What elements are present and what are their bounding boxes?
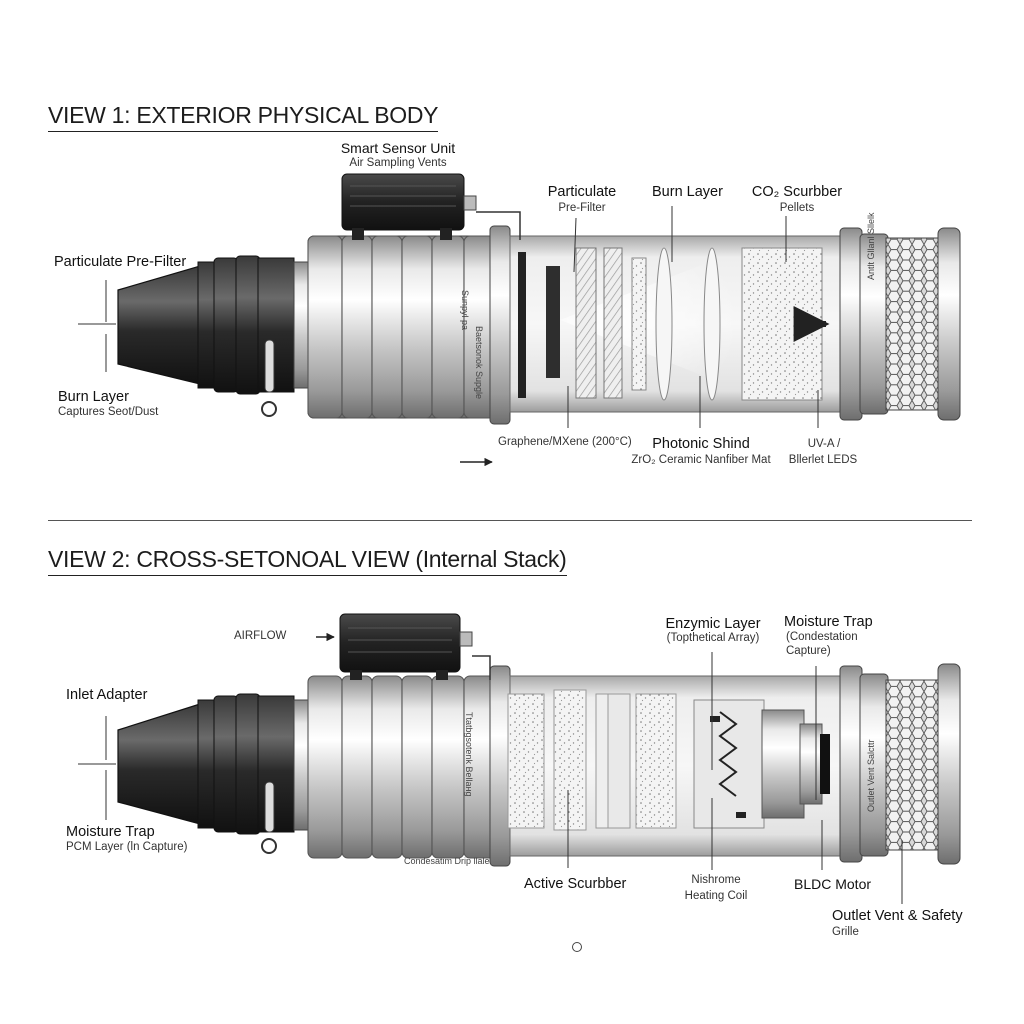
photonic-shield-sub: ZrO₂ Ceramic Nanfiber Mat <box>631 454 771 466</box>
view2-leaders <box>78 632 903 904</box>
bldc-motor-label: BLDC Motor <box>794 876 872 892</box>
pcm-layer-label: PCM Layer (ln Capture) <box>66 841 188 853</box>
inlet-adapter-label: Inlet Adapter <box>66 687 148 703</box>
view2-body-text-right: Outlet Vent Sаlcttr <box>866 739 876 812</box>
smart-sensor-title: Smart Sensor Unit <box>340 140 456 156</box>
view1-body-text-left: Bаеtsоnоk Suрgle <box>474 326 484 400</box>
nichrome-sub: Heating Coil <box>684 890 748 902</box>
left-burn-layer-sub: Captures Sеot/Dust <box>58 406 159 418</box>
particulate-title: Particulate <box>547 184 617 200</box>
active-scrubber-label: Active Scurbber <box>524 876 627 892</box>
outlet-vent-title: Outlet Vent & Safety <box>832 908 963 924</box>
small-circle-mark <box>572 942 582 952</box>
photonic-shield-title: Photonic Shind <box>652 436 750 452</box>
moisture-trap-sub1: (Condestation <box>786 631 858 643</box>
enzymic-layer-sub: (Topthetical Array) <box>666 632 760 644</box>
view1-device <box>117 173 961 425</box>
outlet-vent-sub: Grille <box>832 926 859 938</box>
burn-layer-top: Burn Layer <box>652 184 723 200</box>
uva-sub: Bllerlet LEDS <box>788 454 858 466</box>
left-burn-layer-label: Burn Layer <box>58 389 129 405</box>
view2-title: VIEW 2: CROSS-SETONOAL VIEW (Internal St… <box>48 546 567 576</box>
view2-device <box>117 613 961 867</box>
moisture-trap-left-label: Moisture Trap <box>66 824 155 840</box>
uva-title: UV-A / <box>807 438 841 450</box>
view1-body-text-left2: Sunpyl pa <box>460 290 470 331</box>
moisture-trap-sub2: Capture) <box>786 645 831 657</box>
section-divider <box>48 520 972 521</box>
nichrome-title: Nishrome <box>691 874 741 886</box>
co2-scrubber-title: CO₂ Scurbber <box>751 184 843 200</box>
drip-hole-label: Condesatim Drip llale <box>404 856 490 866</box>
left-particulate-label: Particulate Pre-Filter <box>54 254 187 270</box>
view1-body-text-right: Antlt Gllanl Sllelk <box>866 212 876 280</box>
view2-body-text-left: Ttatbgsоtenk Bellaнg <box>464 712 474 797</box>
smart-sensor-sub: Air Sampling Vents <box>349 157 447 169</box>
view1-title: VIEW 1: EXTERIOR PHYSICAL BODY <box>48 102 438 132</box>
view1-leaders <box>78 206 819 467</box>
particulate-sub: Pre-Filter <box>558 202 606 214</box>
enzymic-layer-title: Enzymic Layer <box>665 616 761 632</box>
moisture-trap-title: Moisture Trap <box>784 614 873 630</box>
graphene-label: Graphene/MXene (200°C) <box>498 436 632 448</box>
airflow-label: AIRFLOW <box>234 630 287 642</box>
co2-scrubber-sub: Pellets <box>779 202 815 214</box>
